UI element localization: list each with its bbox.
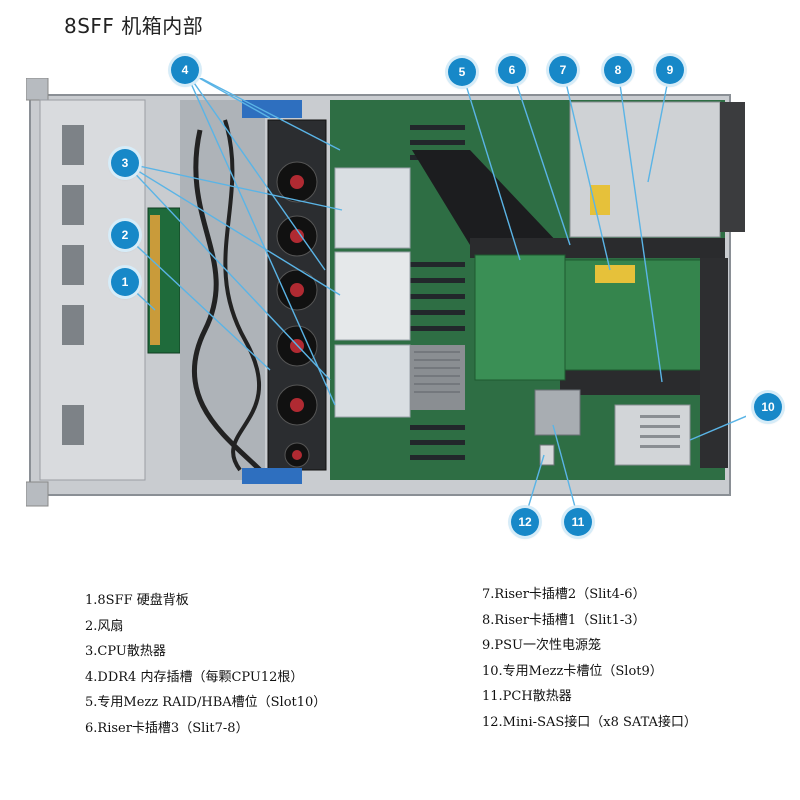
callout-10: 10 (754, 393, 782, 421)
callout-9: 9 (656, 56, 684, 84)
callout-5: 5 (448, 58, 476, 86)
callout-8: 8 (604, 56, 632, 84)
legend-item-4: 4.DDR4 内存插槽（每颗CPU12根） (85, 669, 304, 685)
legend-item-11: 11.PCH散热器 (482, 689, 572, 705)
legend-item-3: 3.CPU散热器 (85, 644, 166, 660)
diagram-title: 8SFF 机箱内部 (64, 14, 204, 38)
legend-item-7: 7.Riser卡插槽2（Slit4-6） (482, 587, 646, 602)
callout-11: 11 (564, 508, 592, 536)
callout-3: 3 (111, 149, 139, 177)
legend-right: 7.Riser卡插槽2（Slit4-6） 8.Riser卡插槽1（Slit1-3… (482, 582, 697, 736)
legend-item-5: 5.专用Mezz RAID/HBA槽位（Slot10） (85, 695, 327, 711)
callout-1: 1 (111, 268, 139, 296)
legend-item-2: 2.风扇 (85, 618, 124, 634)
legend-item-10: 10.专用Mezz卡槽位（Slot9） (482, 663, 663, 679)
legend-item-8: 8.Riser卡插槽1（Slit1-3） (482, 612, 646, 628)
callout-4: 4 (171, 56, 199, 84)
callout-6: 6 (498, 56, 526, 84)
legend-item-12: 12.Mini-SAS接口（x8 SATA接口） (482, 714, 697, 730)
callout-12: 12 (511, 508, 539, 536)
callout-2: 2 (111, 221, 139, 249)
legend-item-1: 1.8SFF 硬盘背板 (85, 593, 189, 608)
legend-left: 1.8SFF 硬盘背板 2.风扇 3.CPU散热器 4.DDR4 内存插槽（每颗… (85, 588, 326, 742)
legend-item-6: 6.Riser卡插槽3（Slit7-8） (85, 720, 249, 736)
callout-7: 7 (549, 56, 577, 84)
chassis-interior-photo (26, 78, 746, 508)
legend-item-9: 9.PSU一次性电源笼 (482, 638, 602, 654)
